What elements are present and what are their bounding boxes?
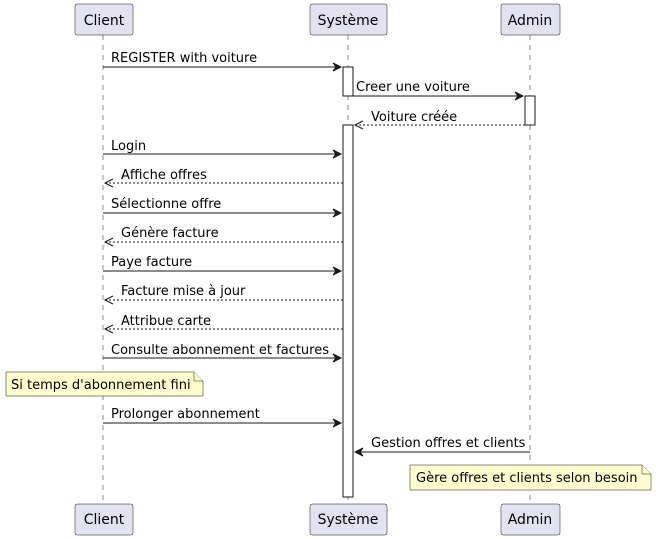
- arrow-head: [103, 295, 114, 305]
- message-paye-facture: Paye facture: [103, 255, 343, 276]
- message-label: Login: [111, 139, 146, 154]
- participant-box: [74, 503, 134, 536]
- note-fold: [641, 465, 651, 475]
- arrow-head: [332, 208, 343, 218]
- participant-label: Admin: [508, 13, 553, 29]
- participant-box: [309, 3, 388, 36]
- message-register: REGISTER with voiture: [103, 51, 343, 72]
- message-label: Paye facture: [111, 255, 192, 270]
- message-genere-facture: Génère facture: [103, 226, 343, 247]
- message-label: Affiche offres: [121, 168, 207, 183]
- arrow-head: [332, 266, 343, 276]
- message-label: Gestion offres et clients: [371, 436, 526, 451]
- participant-admin-top: Admin: [500, 3, 561, 36]
- arrow-head: [103, 178, 114, 188]
- participant-label: Système: [318, 13, 379, 29]
- participant-box: [309, 503, 388, 536]
- arrow-head: [332, 418, 343, 428]
- message-gestion-offres: Gestion offres et clients: [353, 436, 530, 457]
- participant-label: Client: [84, 13, 125, 29]
- note-text: Gère offres et clients selon besoin: [416, 471, 638, 486]
- message-label: Creer une voiture: [356, 80, 470, 95]
- arrow-head: [332, 353, 343, 363]
- message-facture-mise-a-jour: Facture mise à jour: [103, 284, 343, 305]
- participant-systeme-top: Système: [309, 3, 388, 36]
- note-box: [5, 371, 204, 397]
- message-label: Consulte abonnement et factures: [111, 343, 329, 358]
- note-box: [409, 464, 652, 491]
- note-temps-abonnement: Si temps d'abonnement fini: [5, 371, 204, 397]
- arrow-head: [103, 324, 114, 334]
- arrow-head: [514, 91, 525, 101]
- note-text: Si temps d'abonnement fini: [11, 378, 191, 393]
- participant-client-top: Client: [74, 3, 134, 36]
- message-creer-voiture: Creer une voiture: [353, 80, 525, 101]
- message-label: Prolonger abonnement: [111, 407, 260, 422]
- arrow-head: [353, 120, 364, 130]
- participant-client-bottom: Client: [74, 503, 134, 536]
- message-voiture-creee: Voiture créée: [353, 110, 525, 130]
- note-fold: [193, 372, 203, 382]
- participant-systeme-bottom: Système: [309, 503, 388, 536]
- participant-label: Admin: [508, 512, 553, 528]
- systeme-activation-1: [342, 66, 354, 97]
- participant-box: [500, 3, 561, 36]
- arrow-head: [353, 447, 364, 457]
- participant-label: Client: [84, 512, 125, 528]
- message-prolonger-abonnement: Prolonger abonnement: [103, 407, 343, 428]
- message-affiche-offres: Affiche offres: [103, 168, 343, 188]
- message-consulte-abonnement: Consulte abonnement et factures: [103, 343, 343, 363]
- systeme-activation-2: [342, 124, 354, 498]
- participant-box: [500, 503, 561, 536]
- note-gere-offres: Gère offres et clients selon besoin: [409, 464, 652, 491]
- message-label: Facture mise à jour: [121, 284, 246, 299]
- message-label: Voiture créée: [371, 110, 457, 125]
- admin-activation: [524, 95, 536, 126]
- message-label: Sélectionne offre: [111, 197, 221, 212]
- participant-box: [74, 3, 134, 36]
- message-label: Génère facture: [121, 226, 219, 241]
- participant-admin-bottom: Admin: [500, 503, 561, 536]
- arrow-head: [332, 149, 343, 159]
- arrow-head: [103, 237, 114, 247]
- arrow-head: [332, 62, 343, 72]
- participant-label: Système: [318, 512, 379, 528]
- message-label: REGISTER with voiture: [111, 51, 257, 66]
- message-label: Attribue carte: [121, 314, 211, 329]
- message-attribue-carte: Attribue carte: [103, 314, 343, 334]
- message-login: Login: [103, 139, 343, 159]
- message-selectionne-offre: Sélectionne offre: [103, 197, 343, 218]
